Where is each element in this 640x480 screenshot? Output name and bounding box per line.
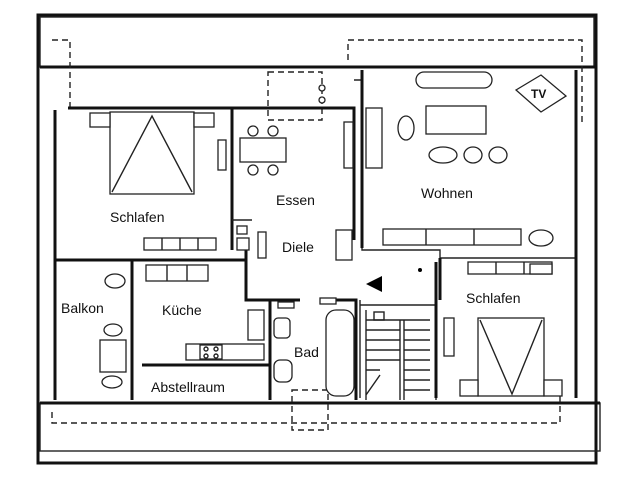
balcony-furniture	[99, 273, 127, 389]
hall-furniture	[236, 225, 353, 309]
dining-furniture	[239, 84, 354, 176]
bedroom-right-furniture	[443, 261, 563, 397]
room-label-bad: Bad	[294, 344, 319, 360]
dashed-overhang-lines	[51, 39, 583, 431]
room-label-balkon: Balkon	[61, 300, 104, 316]
room-label-kueche: Küche	[162, 302, 202, 318]
staircase	[365, 268, 430, 400]
living-room-furniture: TV	[365, 71, 568, 247]
room-label-wohnen: Wohnen	[421, 185, 473, 201]
room-label-abstellraum: Abstellraum	[151, 379, 225, 395]
outer-frame	[36, 13, 601, 465]
room-label-schlafen-right: Schlafen	[466, 290, 520, 306]
tv-label: TV	[531, 87, 546, 101]
bedroom-left-furniture	[89, 111, 227, 251]
room-labels: Schlafen Essen Wohnen Diele Balkon Küche…	[61, 185, 520, 395]
room-label-diele: Diele	[282, 239, 314, 255]
interior-walls	[53, 70, 578, 400]
room-label-schlafen-left: Schlafen	[110, 209, 164, 225]
room-label-essen: Essen	[276, 192, 315, 208]
kitchen-furniture	[145, 264, 265, 361]
bathroom-furniture	[273, 309, 355, 397]
